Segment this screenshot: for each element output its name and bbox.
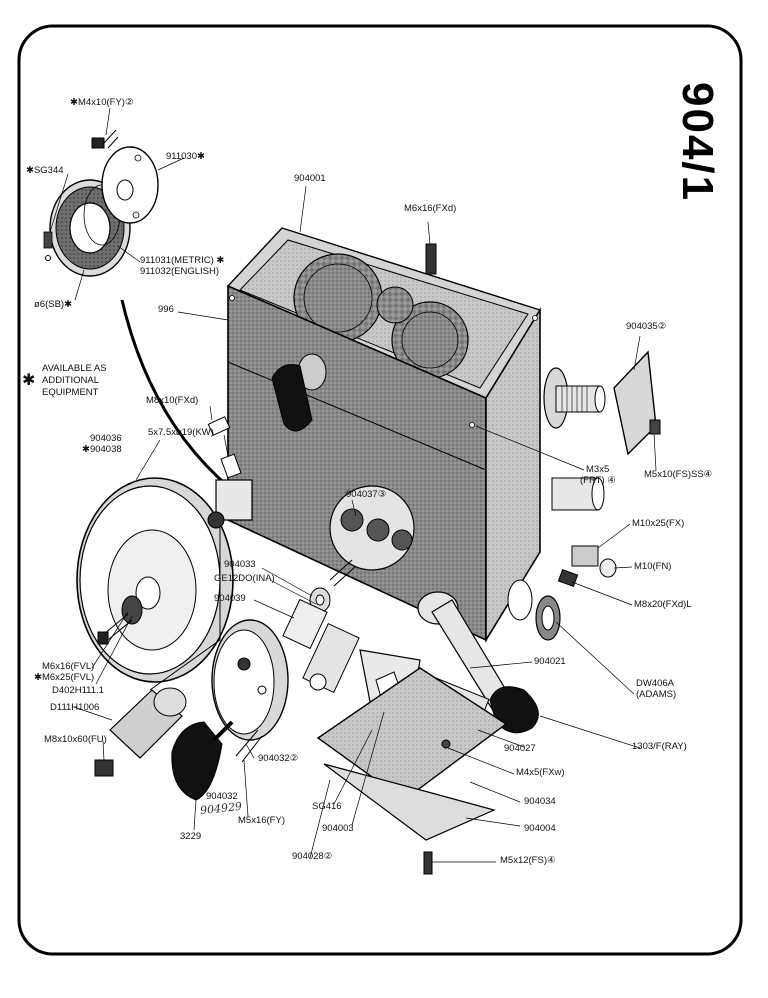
label-1303: 1303/F(RAY) xyxy=(632,741,687,752)
label-m6x16-fvl: M6x16(FVL) xyxy=(42,661,95,672)
screw-m8x10 xyxy=(207,416,231,436)
cover-904004 xyxy=(323,763,496,841)
screw-m5x12 xyxy=(423,851,433,875)
label-904034: 904034 xyxy=(524,796,556,807)
screw-m8x20 xyxy=(557,568,579,588)
label-911032: 911032(ENGLISH) xyxy=(140,266,220,277)
label-904036: 904036 xyxy=(90,433,122,444)
diagram-reference-number: 904/1 xyxy=(673,82,722,203)
note-line-2: ADDITIONAL xyxy=(42,375,100,386)
ring-dw406a xyxy=(535,595,561,641)
label-904037: 904037③ xyxy=(346,489,387,500)
label-frt: (FRT) ④ xyxy=(580,475,616,486)
page-frame xyxy=(17,24,743,956)
label-904003: 904003 xyxy=(322,823,354,834)
label-904032: 904032 xyxy=(206,791,238,802)
label-996: 996 xyxy=(158,304,174,315)
gearbox-housing-904001 xyxy=(226,227,606,643)
note-asterisk: ✱ xyxy=(22,372,36,389)
label-904001: 904001 xyxy=(294,173,326,184)
label-904021: 904021 xyxy=(534,656,566,667)
label-904028: 904028② xyxy=(292,851,333,862)
label-d111: D111H1006 xyxy=(50,702,100,713)
label-911031: 911031(METRIC) ✱ xyxy=(140,255,225,266)
label-key-5x75: 5x7.5x⌀19(KW) xyxy=(148,427,214,438)
pin-sg344 xyxy=(43,231,53,261)
label-m4x5-fxw: M4x5(FXw) xyxy=(516,767,565,778)
label-m8x10x60: M8x10x60(FU) xyxy=(44,734,107,745)
handwheel-904036 xyxy=(76,477,234,691)
label-ge12do: GE12DO(INA) xyxy=(214,573,275,584)
label-904004: 904004 xyxy=(524,823,556,834)
handwheel-leader-swoosh xyxy=(120,299,231,490)
handwheel-904032 xyxy=(211,619,289,741)
plate-911030 xyxy=(101,146,159,224)
label-3229: 3229 xyxy=(180,831,202,842)
label-904035: 904035② xyxy=(626,321,667,332)
label-m10-fn: M10(FN) xyxy=(634,561,672,572)
label-m6x16-fxd: M6x16(FXd) xyxy=(404,203,457,214)
label-m8x20-fxd-l: M8x20(FXd)L xyxy=(634,599,692,610)
spacer-904039 xyxy=(282,598,328,650)
leader-lines xyxy=(49,107,657,863)
knob-3229 xyxy=(171,720,234,801)
screw-m4x10 xyxy=(91,129,119,149)
label-m10x25-fx: M10x25(FX) xyxy=(632,518,685,529)
label-904038: ✱904038 xyxy=(82,444,122,455)
label-904032-circled: 904032② xyxy=(258,753,299,764)
screw-m6x16-top xyxy=(425,243,437,275)
label-sg344: ✱SG344 xyxy=(26,165,64,176)
spacer-904032-sleeve xyxy=(302,622,360,694)
label-904039: 904039 xyxy=(214,593,246,604)
screw-904033 xyxy=(329,559,357,587)
screw-m5x16 xyxy=(235,729,263,763)
note-line-1: AVAILABLE AS xyxy=(42,363,107,374)
label-adams: (ADAMS) xyxy=(636,689,677,700)
label-dw406a: DW406A xyxy=(636,678,675,689)
label-sg416: SG416 xyxy=(312,801,342,812)
bearing-ge12do xyxy=(309,587,331,613)
shaft-bush xyxy=(207,479,253,529)
label-m5x10-fs-ss: M5x10(FS)SS④ xyxy=(644,469,713,480)
key-5x75 xyxy=(220,453,242,479)
bolt-m10x25 xyxy=(571,545,617,578)
label-m3x5: M3x5 xyxy=(586,464,610,475)
handle-d111h1006 xyxy=(94,687,187,777)
lever-904021 xyxy=(417,591,539,734)
label-m6x25-fvl: ✱M6x25(FVL) xyxy=(34,672,95,683)
label-m4x10-fy: ✱M4x10(FY)② xyxy=(70,97,134,108)
label-o6-sb: ø6(SB)✱ xyxy=(34,299,73,310)
label-904027: 904027 xyxy=(504,743,536,754)
label-m8x10-fxd: M8x10(FXd) xyxy=(146,395,199,406)
note-line-3: EQUIPMENT xyxy=(42,387,99,398)
label-911030: 911030✱ xyxy=(166,151,205,162)
label-904033: 904033 xyxy=(224,559,256,570)
plate-904035 xyxy=(613,350,661,456)
label-d402: D402H111.1 xyxy=(52,685,104,696)
label-m5x16-fy: M5x16(FY) xyxy=(238,815,285,826)
label-m5x12-fs: M5x12(FS)④ xyxy=(500,855,556,866)
